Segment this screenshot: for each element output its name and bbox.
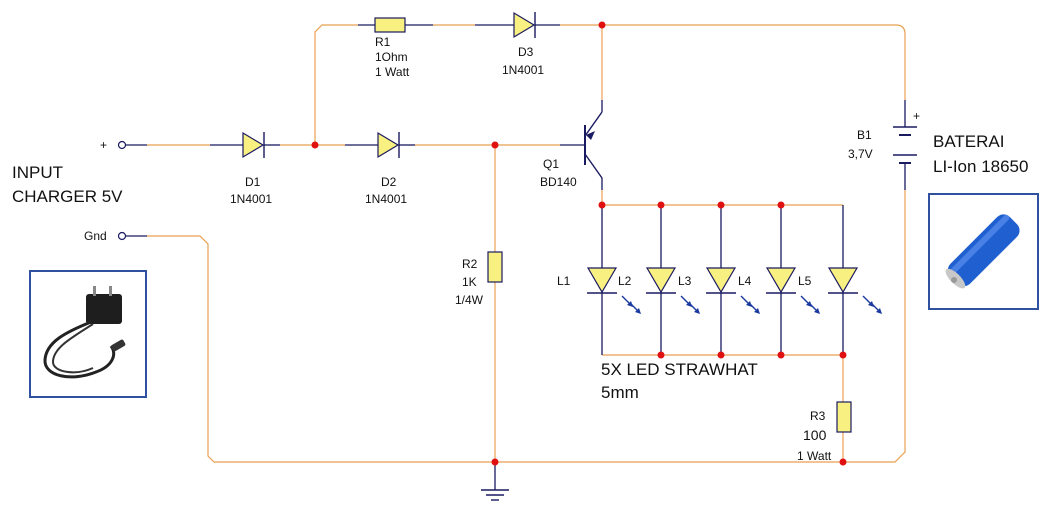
resistor-r3: R3 100 1 Watt: [797, 401, 852, 463]
d1-ref: D1: [245, 175, 261, 189]
r2-value: 1K: [462, 275, 477, 289]
r2-power: 1/4W: [455, 293, 484, 307]
led: [645, 205, 700, 355]
junction-dot: [598, 21, 606, 29]
ground-symbol: [481, 462, 509, 501]
r3-power: 1 Watt: [797, 449, 832, 463]
q1-value: BD140: [540, 175, 577, 189]
battery-b1: + B1 3,7V BATERAI LI-Ion 18650: [848, 100, 1028, 190]
battery-cell-icon: [945, 214, 1020, 289]
input-terminals: + Gnd INPUT CHARGER 5V: [12, 138, 147, 243]
wires: [147, 24, 906, 463]
b1-ref: B1: [857, 128, 872, 142]
d2-value: 1N4001: [365, 192, 407, 206]
r3-value: 100: [803, 427, 827, 443]
b1-value: 3,7V: [848, 147, 873, 161]
led-array: L1 L2 L3 L4 L5: [557, 205, 882, 355]
junction-dot: [491, 141, 499, 149]
resistor-r1: R1 1Ohm 1 Watt: [358, 17, 433, 79]
diode-d1: D1 1N4001: [210, 131, 280, 206]
diode-d3: D3 1N4001: [475, 11, 560, 77]
led-note-line2: 5mm: [601, 383, 639, 402]
junction-dot: [717, 201, 725, 209]
led-label: L1: [557, 274, 571, 288]
led: [827, 205, 882, 355]
d3-ref: D3: [518, 45, 534, 59]
r3-ref: R3: [810, 409, 826, 423]
input-plus-label: +: [100, 138, 107, 152]
transistor-q1: Q1 BD140: [540, 100, 603, 190]
junction-dot: [657, 351, 665, 359]
junction-dot: [311, 141, 319, 149]
led: [586, 205, 641, 355]
charger-photo: [29, 270, 147, 398]
b1-plus: +: [913, 109, 920, 123]
r1-ref: R1: [375, 35, 391, 49]
input-title-line1: INPUT: [12, 163, 63, 182]
junction-dot: [657, 201, 665, 209]
battery-title-line2: LI-Ion 18650: [933, 157, 1028, 176]
led-label: L5: [798, 274, 812, 288]
junction-dot: [717, 351, 725, 359]
r2-ref: R2: [462, 257, 478, 271]
led-label: L3: [678, 274, 692, 288]
d3-value: 1N4001: [502, 63, 544, 77]
junction-dot: [839, 351, 847, 359]
junction-dots: [311, 21, 847, 466]
battery-photo: [928, 193, 1039, 310]
junction-dot: [598, 201, 606, 209]
junction-dot: [777, 351, 785, 359]
resistor-r2: R2 1K 1/4W: [455, 251, 503, 307]
junction-dot: [839, 458, 847, 466]
input-gnd-label: Gnd: [84, 229, 107, 243]
led-label: L4: [738, 274, 752, 288]
battery-title-line1: BATERAI: [933, 132, 1004, 151]
d2-ref: D2: [381, 175, 397, 189]
junction-dot: [777, 201, 785, 209]
diode-d2: D2 1N4001: [345, 131, 415, 206]
r1-power: 1 Watt: [375, 65, 410, 79]
led: [705, 205, 760, 355]
d1-value: 1N4001: [230, 192, 272, 206]
junction-dot: [491, 458, 499, 466]
input-title-line2: CHARGER 5V: [12, 187, 123, 206]
led-note-line1: 5X LED STRAWHAT: [601, 360, 758, 379]
led-label: L2: [618, 274, 632, 288]
charger-icon: [43, 286, 126, 379]
q1-ref: Q1: [543, 157, 559, 171]
r1-value: 1Ohm: [375, 50, 408, 64]
led: [765, 205, 820, 355]
